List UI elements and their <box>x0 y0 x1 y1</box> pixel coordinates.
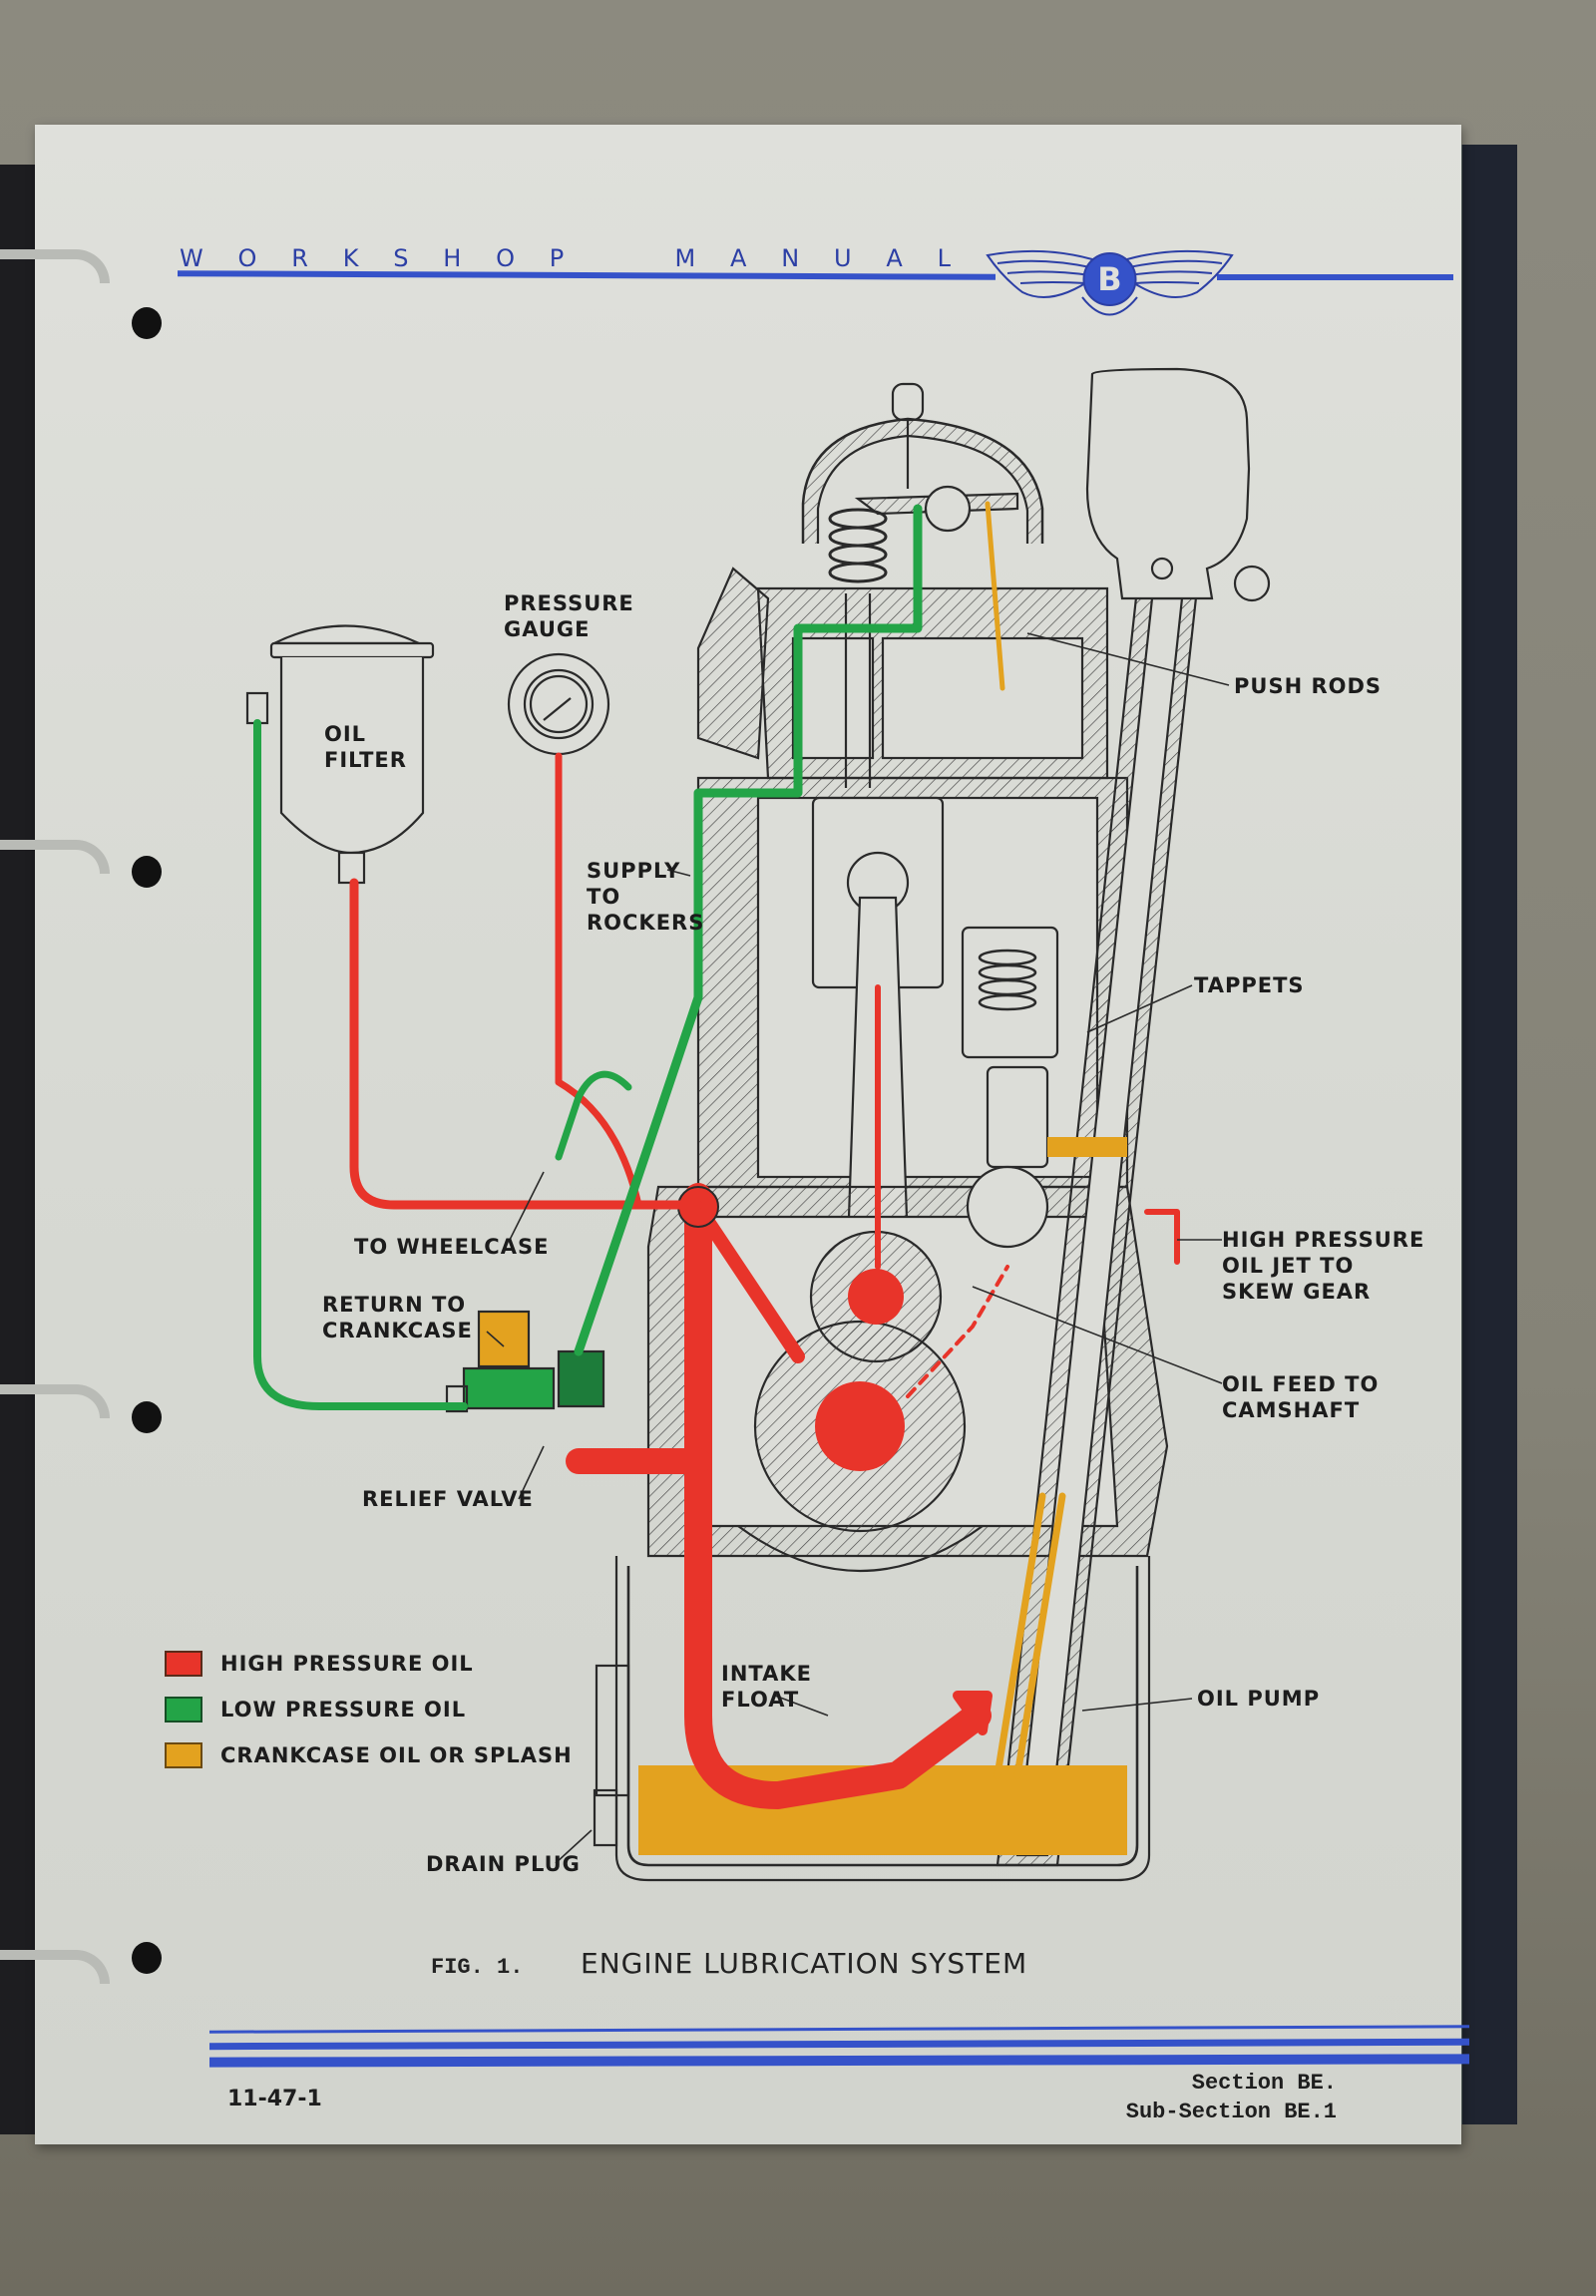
legend-label: CRANKCASE OIL OR SPLASH <box>220 1743 573 1767</box>
section-label: Section BE. <box>1191 2071 1337 2096</box>
low-pressure-line <box>253 719 468 1410</box>
binder-spine-left <box>0 165 40 2134</box>
logo-letter: B <box>1097 260 1121 298</box>
bentley-logo-icon: B <box>986 249 1234 316</box>
label-oil-pump: OIL PUMP <box>1197 1687 1321 1711</box>
legend-swatch-green <box>165 1697 202 1722</box>
page-code: 11-47-1 <box>227 2087 322 2111</box>
label-push-rods: PUSH RODS <box>1234 674 1383 698</box>
label-oil-filter: OIL FILTER <box>324 722 407 772</box>
punch-hole <box>132 1942 162 1974</box>
figure-number: FIG. 1. <box>431 1955 524 1980</box>
label-oil-feed-camshaft: OIL FEED TO CAMSHAFT <box>1222 1372 1380 1422</box>
binder-ring <box>0 840 110 874</box>
legend-label: HIGH PRESSURE OIL <box>220 1652 474 1676</box>
splash-line <box>994 1492 1066 1779</box>
punch-hole <box>132 1401 162 1433</box>
splash-line <box>985 501 1005 691</box>
high-pressure-main <box>684 1183 992 1809</box>
label-pressure-gauge: PRESSURE GAUGE <box>504 591 634 641</box>
header-word-manual: MANUAL <box>674 244 986 272</box>
binder-ring <box>0 1950 110 1984</box>
legend-swatch-red <box>165 1651 202 1677</box>
binder-ring <box>0 249 110 283</box>
label-intake-float: INTAKE FLOAT <box>721 1662 812 1712</box>
label-high-pressure-jet: HIGH PRESSURE OIL JET TO SKEW GEAR <box>1222 1228 1425 1304</box>
legend-item-splash: CRANKCASE OIL OR SPLASH <box>165 1742 573 1768</box>
oil-lines <box>253 501 1180 1855</box>
binder-ring <box>0 1384 110 1418</box>
legend-item-high-pressure: HIGH PRESSURE OIL <box>165 1651 474 1677</box>
label-supply-to-rockers: SUPPLY TO ROCKERS <box>587 859 705 935</box>
label-return-to-crankcase: RETURN TO CRANKCASE <box>322 1293 473 1342</box>
leader-lines <box>486 632 1230 1864</box>
header-title: WORKSHOP MANUAL <box>180 244 986 272</box>
section-info: Section BE. Sub-Section BE.1 <box>1037 2069 1337 2126</box>
punch-hole <box>132 856 162 888</box>
header-rule <box>1217 274 1453 280</box>
label-relief-valve: RELIEF VALVE <box>362 1487 534 1511</box>
engine-outline <box>245 367 1271 1882</box>
header-word-workshop: WORKSHOP <box>180 244 599 272</box>
sub-section-label: Sub-Section BE.1 <box>1125 2100 1337 2124</box>
label-to-wheelcase: TO WHEELCASE <box>354 1235 550 1259</box>
label-drain-plug: DRAIN PLUG <box>426 1852 581 1876</box>
legend-item-low-pressure: LOW PRESSURE OIL <box>165 1697 466 1722</box>
punch-hole <box>132 307 162 339</box>
legend-swatch-orange <box>165 1742 202 1768</box>
legend-label: LOW PRESSURE OIL <box>220 1698 467 1722</box>
figure-title: ENGINE LUBRICATION SYSTEM <box>581 1947 1028 1980</box>
label-tappets: TAPPETS <box>1194 973 1305 997</box>
